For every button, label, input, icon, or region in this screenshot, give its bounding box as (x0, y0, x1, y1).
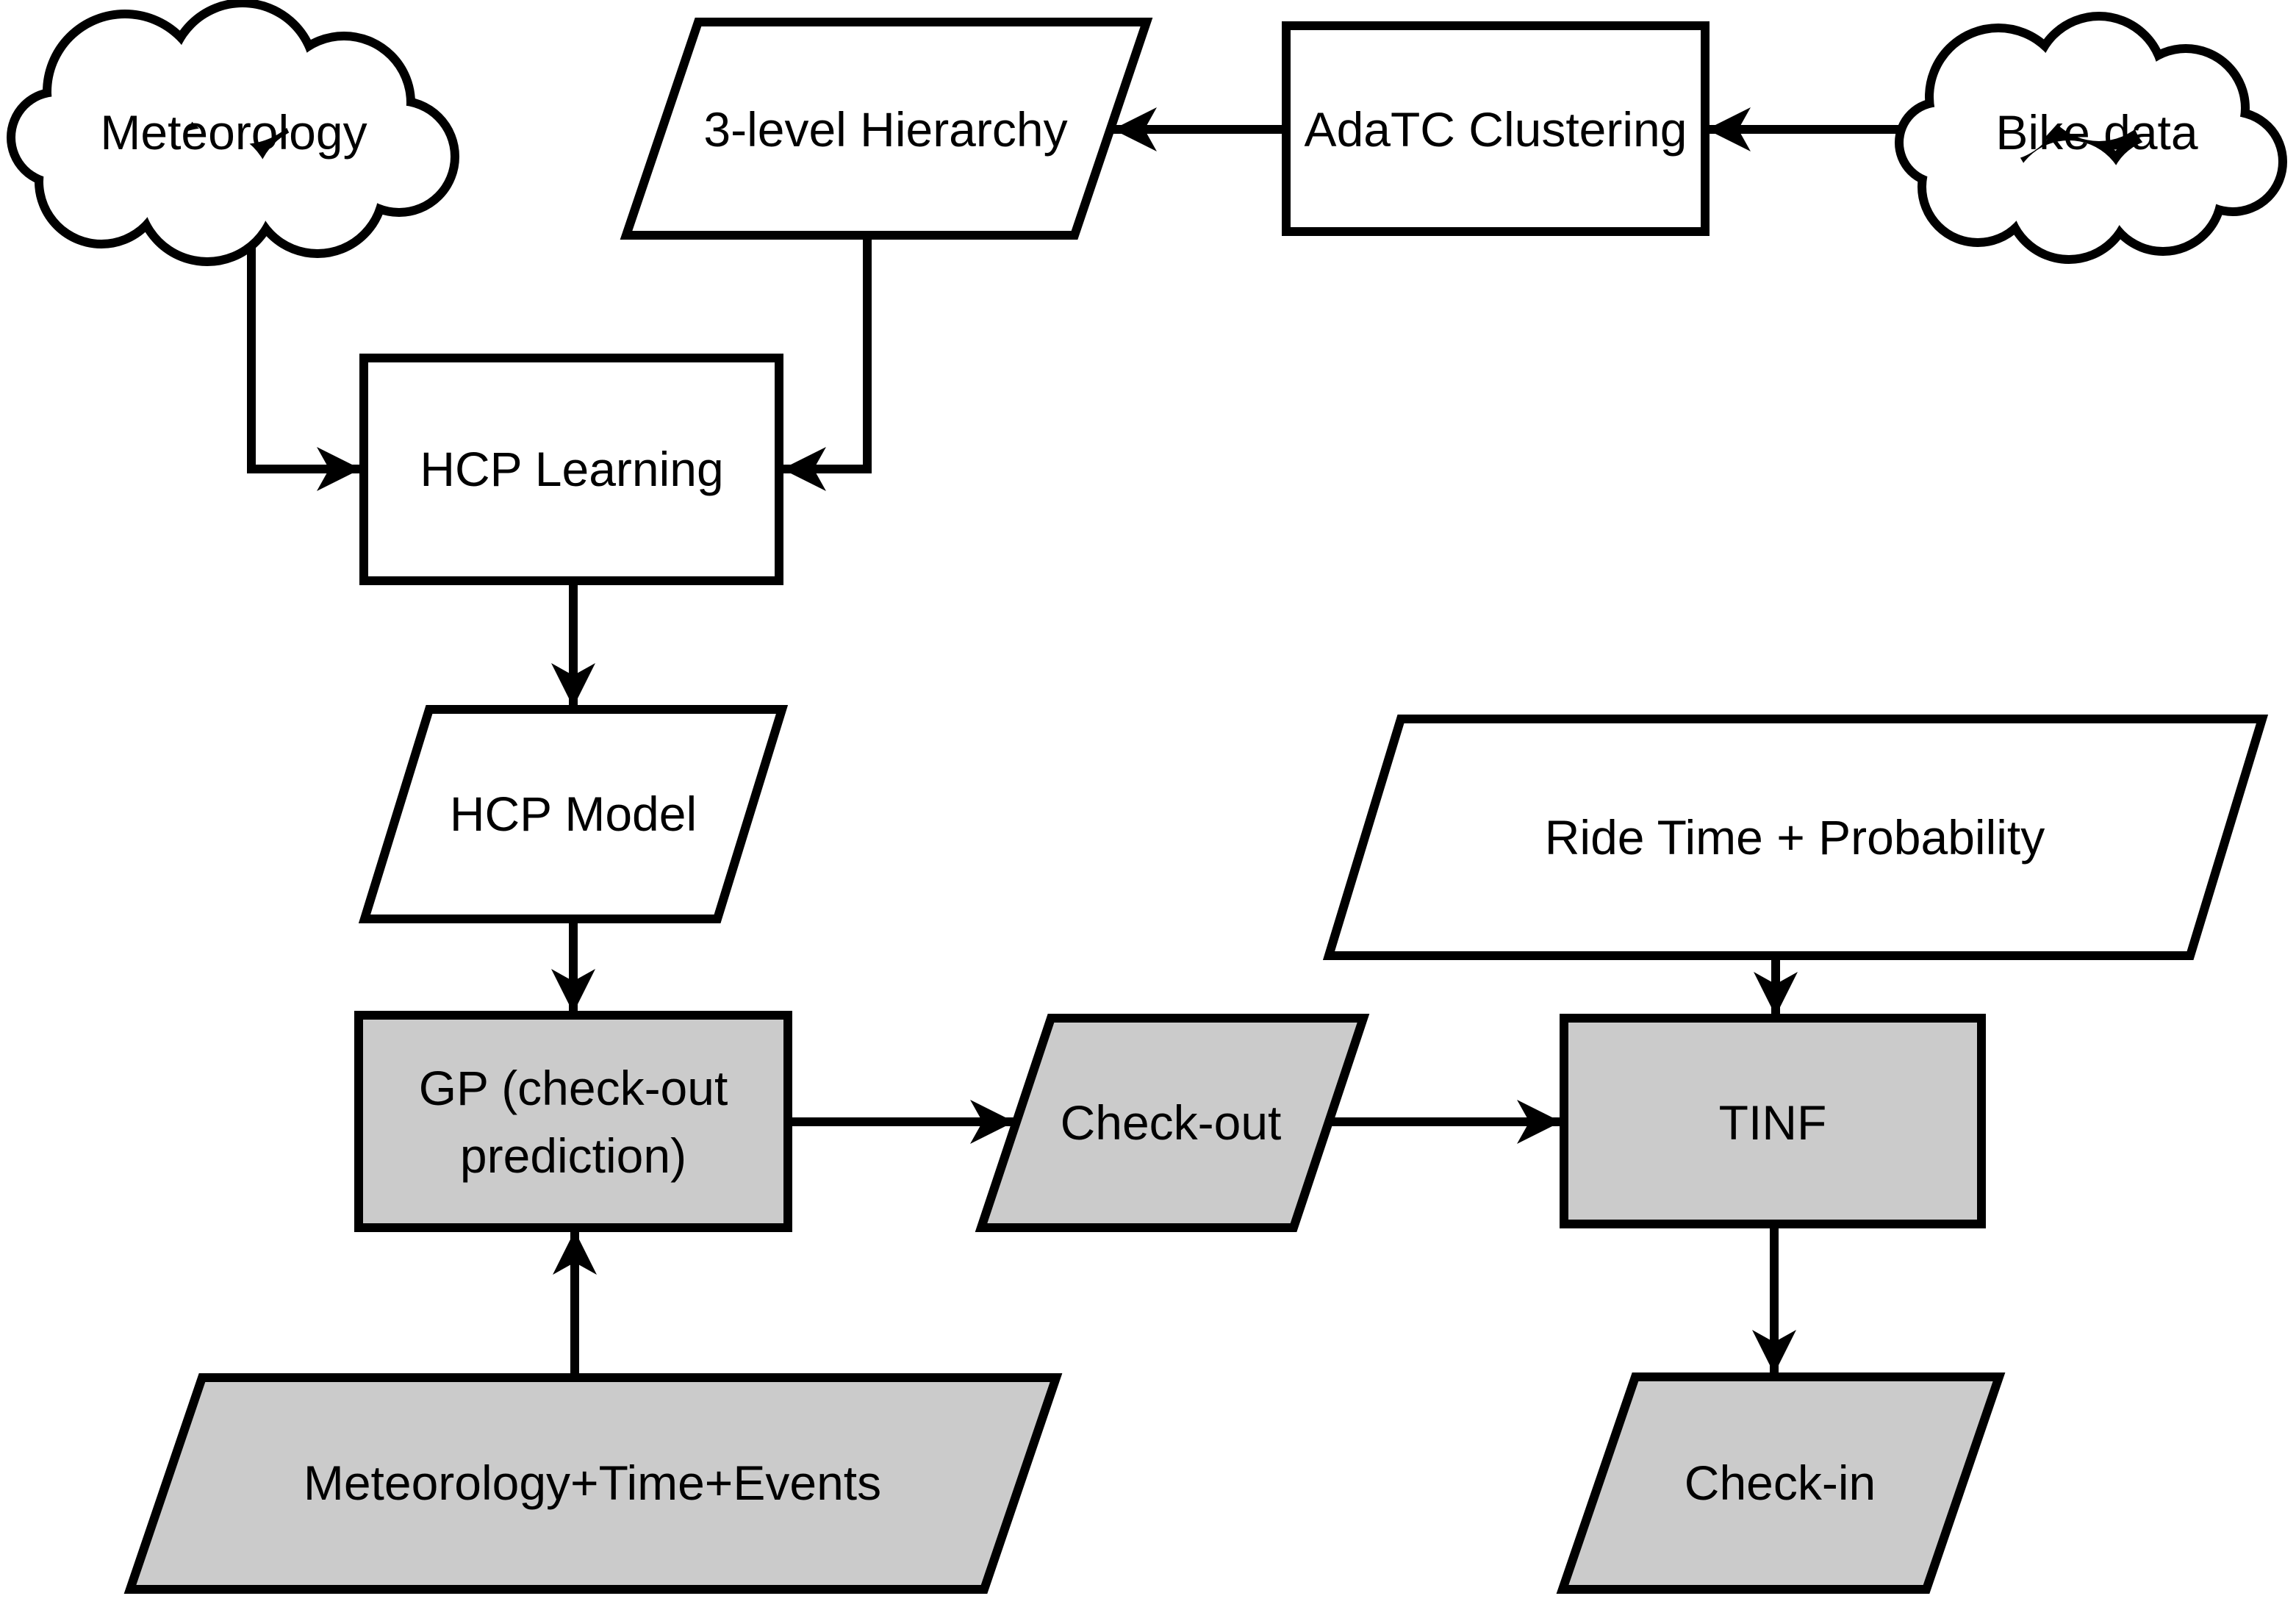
meteorology-time-events-parallelogram (123, 1373, 1063, 1594)
node-gp-checkout-prediction: GP (check-out prediction) (354, 1011, 792, 1232)
node-three-level-hierarchy: 3-level Hierarchy (620, 18, 1153, 240)
tinf-label: TINF (1719, 1095, 1827, 1150)
node-check-in: Check-in (1556, 1372, 2006, 1594)
node-meteorology-time-events: Meteorology+Time+Events (123, 1373, 1063, 1594)
bike-data-label: Bike data (1995, 105, 2198, 160)
tinf-box (1560, 1014, 1986, 1228)
node-tinf: TINF (1560, 1014, 1986, 1228)
meteorology-cloud-fill (15, 7, 451, 257)
node-ride-time-probability: Ride Time + Probability (1322, 715, 2269, 960)
check-in-label: Check-in (1685, 1456, 1876, 1510)
node-hcp-model: HCP Model (358, 705, 789, 923)
edges (247, 107, 1911, 1378)
node-bike-data: Bike data (1895, 12, 2287, 264)
gp-checkout-prediction-box (354, 1011, 792, 1232)
adatc-clustering-box (1282, 21, 1710, 236)
three-level-hierarchy-parallelogram (620, 18, 1153, 240)
node-adatc-clustering: AdaTC Clustering (1282, 21, 1710, 236)
bike-data-cloud-fill (1904, 21, 2278, 255)
gp-checkout-prediction-label-line1: GP (check-out (419, 1061, 728, 1115)
check-out-parallelogram (975, 1014, 1370, 1232)
edge-hierarchy-to-hcplearning (782, 235, 872, 491)
hcp-learning-label: HCP Learning (420, 442, 723, 496)
ride-time-probability-label: Ride Time + Probability (1545, 810, 2045, 865)
meteorology-time-events-label: Meteorology+Time+Events (304, 1456, 881, 1510)
gp-checkout-prediction-label-line2: prediction) (460, 1128, 686, 1183)
meteorology-label: Meteorology (100, 105, 367, 160)
check-out-label: Check-out (1061, 1095, 1282, 1150)
hcp-model-parallelogram (358, 705, 789, 923)
ride-time-probability-parallelogram (1322, 715, 2269, 960)
node-hcp-learning: HCP Learning (359, 354, 783, 585)
hcp-model-label: HCP Model (450, 787, 697, 841)
three-level-hierarchy-label: 3-level Hierarchy (703, 102, 1067, 157)
node-meteorology: Meteorology (7, 0, 459, 266)
edge-meteorology-to-hcplearning (247, 237, 361, 491)
adatc-clustering-label: AdaTC Clustering (1305, 102, 1687, 157)
node-check-out: Check-out (975, 1014, 1370, 1232)
hcp-learning-box (359, 354, 783, 585)
check-in-parallelogram (1556, 1372, 2006, 1594)
